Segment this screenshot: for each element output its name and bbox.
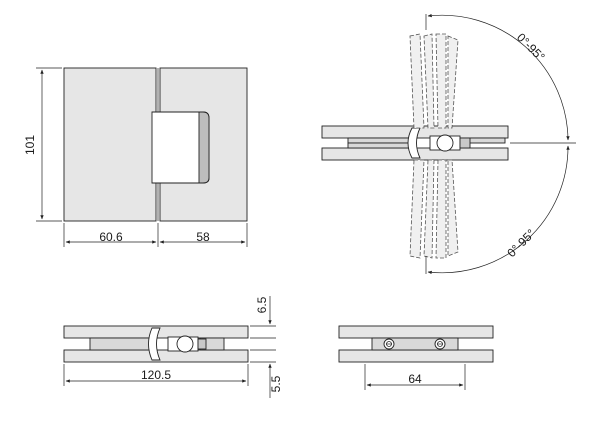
top-view-rotation: 0°-95° 0°-95° [321,13,576,275]
dim-angle-top: 0°-95° [514,30,548,64]
dim-gap: 5.5 [269,375,283,392]
dim-plate-thickness: 6.5 [255,296,269,313]
dim-height-front: 101 [23,135,37,155]
rotated-glass-upper [409,33,459,129]
mounting-hole-right [434,338,446,350]
dim-total-length: 120.5 [141,368,171,382]
side-view-left: 6.5 5.5 120.5 [63,296,283,398]
dim-width-right: 58 [196,230,210,244]
front-view: 101 60.6 58 [23,67,248,247]
dim-width-left: 60.6 [99,230,123,244]
mounting-hole-left [383,338,395,350]
side-pivot-circle [176,335,194,353]
side-view-right: 64 [338,325,494,390]
side2-lower-plate [338,349,494,363]
side2-upper-plate [338,325,494,339]
top-pivot-circle [436,134,454,152]
front-left-plate [63,67,157,222]
dim-hole-spacing: 64 [408,372,422,386]
rotated-glass-lower [409,159,459,259]
dim-angle-bottom: 0°-95° [504,226,538,260]
